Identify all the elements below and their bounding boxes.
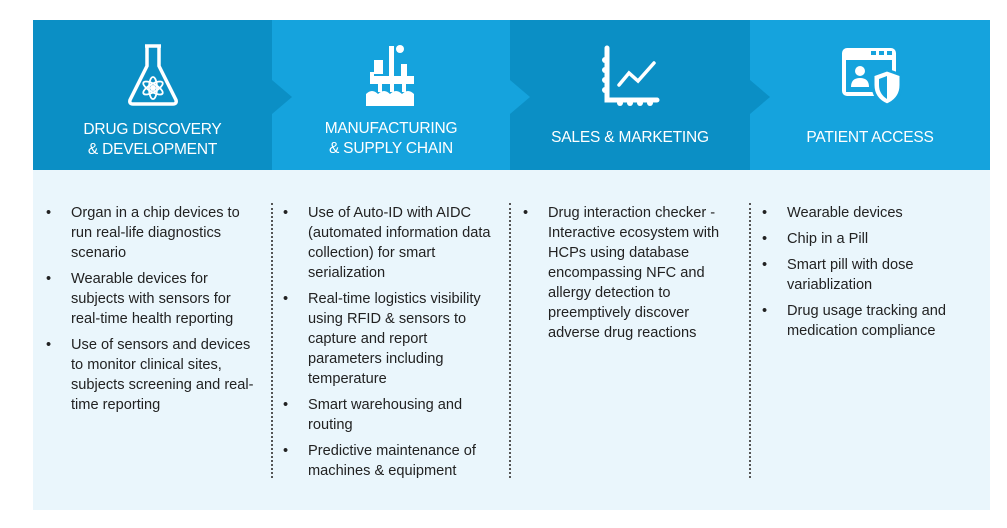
list-item: Smart warehousing and routing	[283, 395, 498, 435]
header-patient-access: PATIENT ACCESS	[750, 20, 990, 170]
title-line: DRUG DISCOVERY	[83, 121, 222, 138]
divider	[509, 203, 511, 478]
chevron-arrow	[750, 80, 770, 114]
title-line: PATIENT ACCESS	[806, 129, 934, 146]
header-sales-marketing: SALES & MARKETING	[510, 20, 770, 170]
list-item: Use of Auto-ID with AIDC (automated info…	[283, 203, 498, 283]
list-item: Drug interaction checker - Interactive e…	[523, 203, 733, 343]
column-sales-marketing: Drug interaction checker - Interactive e…	[523, 203, 733, 349]
list-item: Organ in a chip devices to run real-life…	[46, 203, 261, 263]
list-item: Drug usage tracking and medication compl…	[762, 301, 967, 341]
column-manufacturing: Use of Auto-ID with AIDC (automated info…	[283, 203, 498, 487]
list-item: Predictive maintenance of machines & equ…	[283, 441, 498, 481]
title-line: & SUPPLY CHAIN	[328, 140, 454, 157]
chevron-arrow	[272, 80, 292, 114]
divider	[749, 203, 751, 478]
column-drug-discovery: Organ in a chip devices to run real-life…	[46, 203, 261, 421]
chevron-arrow	[510, 80, 530, 114]
title-line: SALES & MARKETING	[551, 129, 709, 146]
title-line: & DEVELOPMENT	[87, 141, 218, 158]
flask-atom-icon	[127, 44, 178, 106]
patient-shield-icon	[842, 48, 903, 107]
column-patient-access: Wearable devices Chip in a Pill Smart pi…	[762, 203, 967, 347]
header-drug-discovery: DRUG DISCOVERY & DEVELOPMENT	[33, 20, 292, 170]
list-item: Chip in a Pill	[762, 229, 967, 249]
diagram: DRUG DISCOVERY & DEVELOPMENT MANUFACTURIN…	[33, 20, 990, 510]
divider	[271, 203, 273, 478]
list-item: Smart pill with dose variablization	[762, 255, 967, 295]
factory-icon	[366, 45, 414, 106]
list-item: Wearable devices for subjects with senso…	[46, 269, 261, 329]
list-item: Real-time logistics visibility using RFI…	[283, 289, 498, 389]
line-chart-icon	[602, 45, 660, 106]
header-manufacturing: MANUFACTURING & SUPPLY CHAIN	[272, 20, 530, 170]
list-item: Wearable devices	[762, 203, 967, 223]
title-line: MANUFACTURING	[324, 120, 458, 137]
list-item: Use of sensors and devices to monitor cl…	[46, 335, 261, 415]
